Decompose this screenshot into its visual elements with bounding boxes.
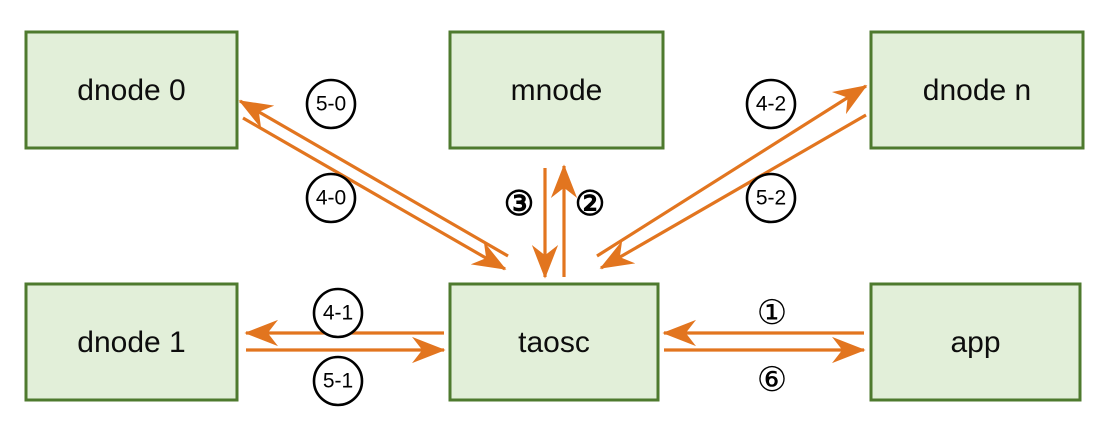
node-label: dnode n [923, 74, 1031, 107]
node-label: taosc [518, 326, 590, 359]
node-label: mnode [511, 74, 603, 107]
badge-label: 4-1 [323, 302, 353, 325]
node-dnoden[interactable]: dnode n [869, 30, 1085, 150]
node-box [448, 282, 660, 402]
badge-outline [305, 78, 357, 130]
arrow-4-0 [242, 116, 507, 271]
node-label: dnode 0 [77, 74, 185, 107]
node-dnode0[interactable]: dnode 0 [24, 30, 239, 150]
node-box [869, 282, 1082, 402]
badge-outline [745, 78, 797, 130]
badge-label: ② [575, 185, 605, 223]
badge-outline [312, 287, 364, 339]
badge-3: ③ [504, 185, 534, 223]
badge-label: ③ [504, 185, 534, 223]
node-box [869, 30, 1085, 150]
badge-2: ② [575, 185, 605, 223]
badge-6: ⑥ [757, 361, 787, 399]
arrow-5-0 [238, 99, 509, 258]
badge-4-0: 4-0 [305, 172, 357, 224]
badge-1: ① [757, 294, 787, 332]
badge-label: ① [757, 294, 787, 332]
node-dnode1[interactable]: dnode 1 [24, 282, 239, 402]
badge-5-0: 5-0 [305, 78, 357, 130]
arrow-5-2 [599, 113, 867, 270]
badge-5-1: 5-1 [312, 355, 364, 407]
node-label: app [950, 326, 1000, 359]
node-mnode[interactable]: mnode [448, 30, 665, 150]
badge-label: 5-1 [323, 370, 353, 393]
node-box [24, 30, 239, 150]
badge-outline [745, 172, 797, 224]
badge-label: 4-2 [756, 93, 786, 116]
badge-5-2: 5-2 [745, 172, 797, 224]
badge-label: 4-0 [316, 187, 346, 210]
node-box [448, 30, 665, 150]
badge-label: 5-2 [756, 187, 786, 210]
badge-4-1: 4-1 [312, 287, 364, 339]
badge-label: ⑥ [757, 361, 787, 399]
badge-label: 5-0 [316, 93, 346, 116]
badge-outline [305, 172, 357, 224]
badge-outline [312, 355, 364, 407]
badge-4-2: 4-2 [745, 78, 797, 130]
node-taosc[interactable]: taosc [448, 282, 660, 402]
arrow-4-2 [596, 84, 868, 258]
node-box [24, 282, 239, 402]
node-label: dnode 1 [77, 326, 185, 359]
node-app[interactable]: app [869, 282, 1082, 402]
